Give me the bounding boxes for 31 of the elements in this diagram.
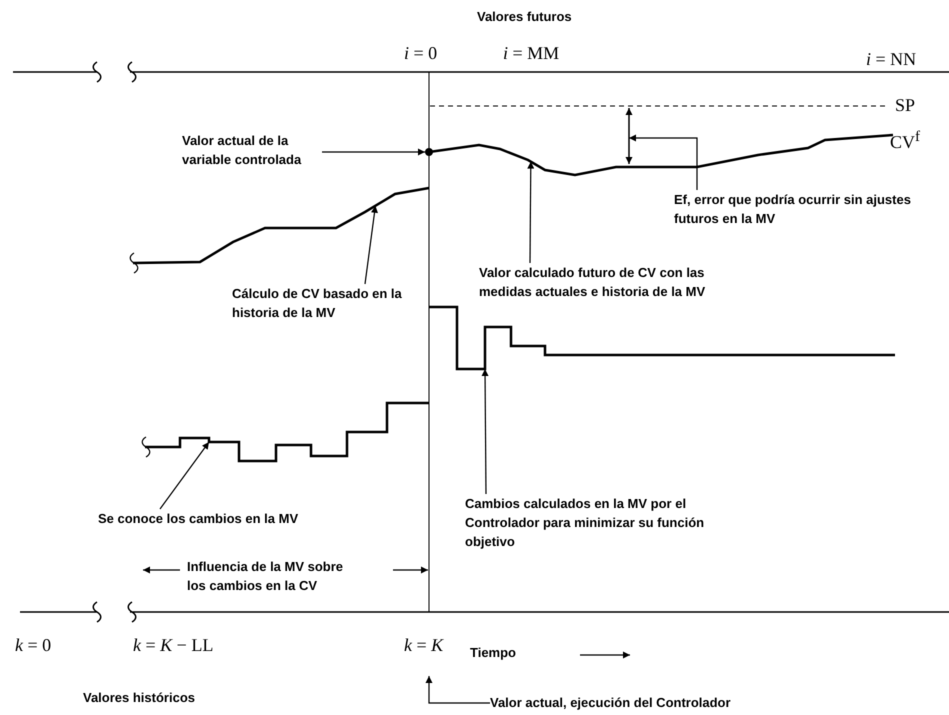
axis-label: SP [895, 94, 916, 116]
history-cv-curve [130, 186, 430, 274]
annotation-text: Ef, error que podría ocurrir sin ajustes futuros en la MV [674, 190, 919, 228]
annotation-text: Valores históricos [83, 689, 195, 707]
error-double-arrow [626, 108, 632, 164]
annotation-text: Valor calculado futuro de CV con las medidas actuales e historia de la MV [479, 263, 754, 301]
leader-line [426, 676, 490, 704]
annotation-text: Cambios calculados en la MV por el Controlador para minimizar su función objetivo [465, 494, 755, 551]
leader-line [364, 206, 378, 284]
annotation-text: Cálculo de CV basado en la historia de la MV [232, 284, 412, 322]
axis-label: i = MM [503, 42, 560, 64]
leader-line [160, 442, 210, 510]
leader-line [482, 369, 489, 494]
axis-label: CV$^{f}$ [890, 128, 920, 153]
history-mv-steps [142, 402, 429, 462]
current-value-dot [425, 148, 433, 156]
annotation-text: Valores futuros [477, 8, 572, 26]
leader-line [527, 162, 534, 263]
axis-label: i = 0 [404, 42, 438, 64]
leader-line [629, 134, 698, 190]
axis-label: k = K [404, 634, 444, 656]
annotation-text: Influencia de la MV sobre los cambios en la CV [187, 558, 344, 595]
future-mv-steps [429, 306, 895, 370]
axis-label: k = 0 [15, 634, 52, 656]
leader-line [322, 148, 425, 156]
axis-label: i = NN [866, 48, 916, 70]
annotation-text: Se conoce los cambios en la MV [98, 509, 298, 528]
annotation-text: Valor actual de la variable controlada [182, 131, 322, 169]
axis-label: k = K − LL [133, 634, 214, 656]
annotation-text: Tiempo [470, 644, 516, 662]
annotation-text: Valor actual, ejecución del Controlador [490, 693, 731, 712]
